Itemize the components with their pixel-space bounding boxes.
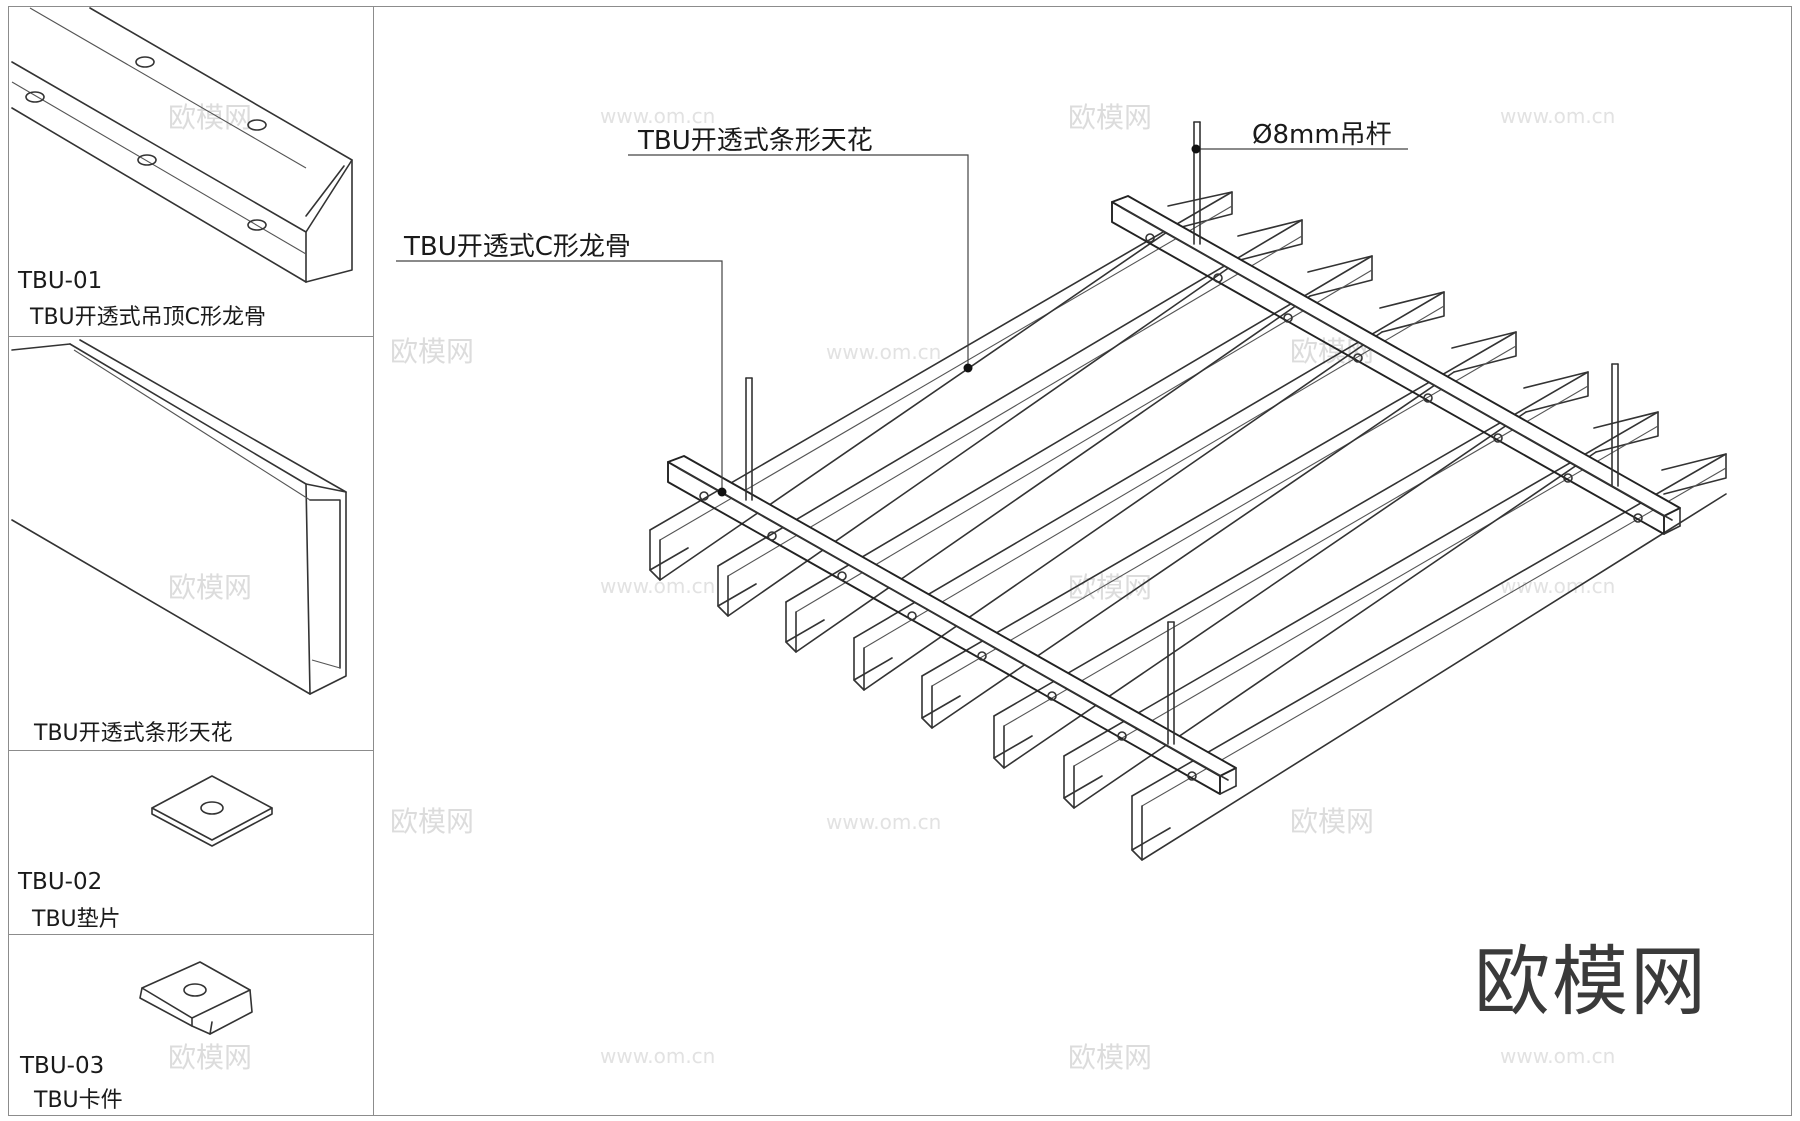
watermark-url: www.om.cn bbox=[600, 1044, 716, 1068]
panel-name-strip-ceiling: TBU开透式条形天花 bbox=[34, 721, 233, 746]
panel-code-tbu-01: TBU-01 bbox=[18, 268, 103, 294]
watermark-logo: 欧模网 bbox=[168, 1041, 253, 1074]
panel-divider-1 bbox=[8, 336, 374, 337]
watermark-url: www.om.cn bbox=[1500, 104, 1616, 128]
panel-code-tbu-02: TBU-02 bbox=[18, 869, 103, 895]
panel-code-tbu-03: TBU-03 bbox=[20, 1053, 105, 1079]
watermark-logo: 欧模网 bbox=[390, 805, 475, 838]
parts-column bbox=[8, 6, 374, 1116]
panel-name-washer: TBU垫片 bbox=[32, 907, 121, 932]
c-keel-drawing bbox=[11, 7, 353, 283]
panel-name-c-keel: TBU开透式吊顶C形龙骨 bbox=[30, 305, 266, 330]
ceiling-assembly-drawing bbox=[396, 121, 1727, 861]
callout-hanger-rod: Ø8mm吊杆 bbox=[1252, 120, 1392, 150]
brand-logo: 欧模网 bbox=[1474, 937, 1708, 1026]
panel-name-clip: TBU卡件 bbox=[34, 1088, 123, 1113]
watermark-url: www.om.cn bbox=[600, 104, 716, 128]
washer-drawing bbox=[151, 775, 273, 847]
watermark-logo: 欧模网 bbox=[168, 571, 253, 604]
watermark-url: www.om.cn bbox=[1500, 574, 1616, 598]
watermark-url: www.om.cn bbox=[826, 340, 942, 364]
callout-c-keel: TBU开透式C形龙骨 bbox=[404, 232, 631, 262]
callout-strip-ceiling: TBU开透式条形天花 bbox=[638, 126, 873, 156]
watermark-url: www.om.cn bbox=[826, 810, 942, 834]
watermark-logo: 欧模网 bbox=[1068, 1041, 1153, 1074]
watermark-url: www.om.cn bbox=[1500, 1044, 1616, 1068]
strip-profile-drawing bbox=[11, 339, 347, 695]
clip-drawing bbox=[139, 961, 253, 1035]
watermark-logo: 欧模网 bbox=[1068, 101, 1153, 134]
watermark-logo: 欧模网 bbox=[390, 335, 475, 368]
panel-divider-2 bbox=[8, 750, 374, 751]
watermark-logo: 欧模网 bbox=[1290, 805, 1375, 838]
panel-divider-3 bbox=[8, 934, 374, 935]
